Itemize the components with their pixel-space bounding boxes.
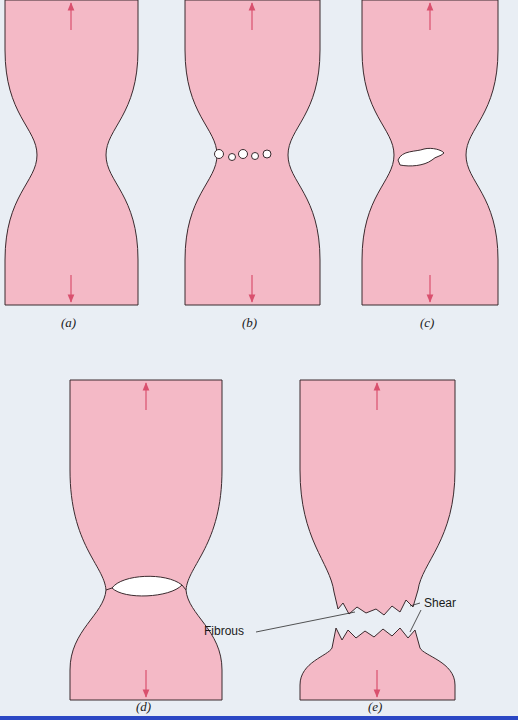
specimen-c (362, 0, 498, 305)
region-label: Shear (424, 597, 456, 610)
leader-lines (256, 603, 421, 632)
figure-letter: (c) (420, 316, 434, 330)
figure-letter: (e) (368, 700, 382, 714)
region-label: Fibrous (204, 625, 244, 638)
figure-letter: (d) (136, 700, 151, 714)
specimen-a (5, 0, 138, 305)
specimen-e-top (300, 380, 455, 615)
specimen-d (70, 380, 222, 700)
figure-letter: (a) (61, 316, 76, 330)
figure-letter: (b) (242, 316, 257, 330)
specimen-b (185, 0, 320, 305)
bottom-bar (0, 716, 518, 720)
specimen-e-bottom (300, 628, 455, 700)
